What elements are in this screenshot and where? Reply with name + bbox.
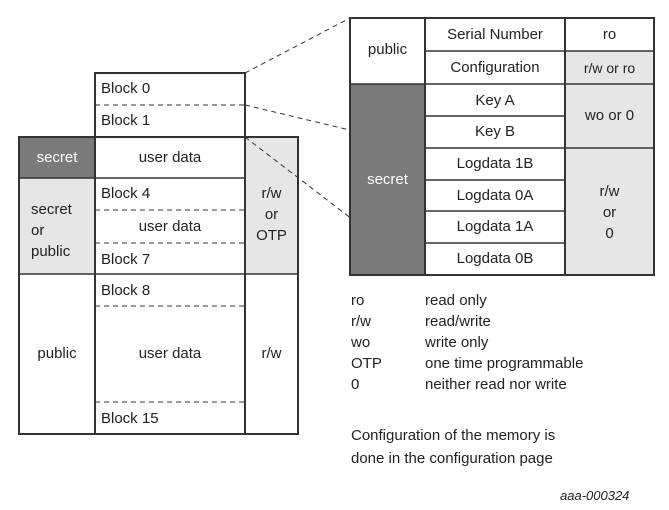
legend-abbr-rw: r/w bbox=[351, 313, 371, 330]
public-group-label: public bbox=[367, 41, 408, 58]
logdata-1a-label: Logdata 1A bbox=[456, 218, 534, 235]
legend-abbr-wo: wo bbox=[351, 334, 371, 351]
main-memory-frame bbox=[18, 136, 299, 435]
legend-abbr-ro: ro bbox=[351, 292, 365, 309]
legend-meaning-0: neither read nor write bbox=[425, 376, 567, 393]
user-data-mid-label: user data bbox=[138, 218, 202, 235]
block-1-label: Block 1 bbox=[101, 112, 151, 129]
rw-or-ro-rights-cell bbox=[565, 51, 654, 84]
note-line-1: Configuration of the memory is bbox=[351, 427, 556, 444]
rw-or-otp-label: r/w or OTP bbox=[256, 185, 287, 244]
user-data-public-label: user data bbox=[138, 345, 202, 362]
rw-public-label: r/w bbox=[261, 345, 282, 362]
block-0-label: Block 0 bbox=[101, 80, 151, 97]
detail-table-frame bbox=[349, 17, 655, 276]
wo-or-0-rights-label: wo or 0 bbox=[584, 107, 635, 124]
block-8-label: Block 8 bbox=[101, 282, 151, 299]
block-7-label: Block 7 bbox=[101, 251, 151, 268]
note-line-2: done in the configuration page bbox=[351, 450, 553, 467]
secret-group-cell bbox=[350, 84, 425, 275]
wo-or-0-rights-cell bbox=[565, 84, 654, 148]
serial-number-label: Serial Number bbox=[447, 26, 543, 43]
legend-abbr-0: 0 bbox=[351, 376, 360, 393]
legend-abbr-otp: OTP bbox=[351, 355, 382, 372]
secret-or-public-access-label: secret or public bbox=[31, 201, 72, 260]
block-15-label: Block 15 bbox=[101, 410, 159, 427]
connector-block0 bbox=[244, 17, 351, 74]
ro-rights-label: ro bbox=[602, 26, 617, 43]
rw-or-0-rights-cell bbox=[565, 148, 654, 275]
logdata-1b-label: Logdata 1B bbox=[456, 155, 534, 172]
rw-or-0-rights-label: r/w or 0 bbox=[599, 183, 620, 242]
logdata-0a-label: Logdata 0A bbox=[456, 187, 534, 204]
secret-access-label: secret bbox=[36, 149, 78, 166]
public-access-label: public bbox=[37, 345, 77, 362]
user-data-secret-label: user data bbox=[138, 149, 202, 166]
legend-meaning-rw: read/write bbox=[425, 313, 491, 330]
public-group-cell bbox=[350, 18, 425, 84]
key-b-label: Key B bbox=[474, 123, 516, 140]
key-a-label: Key A bbox=[475, 92, 515, 109]
configuration-label: Configuration bbox=[450, 59, 540, 76]
rw-or-ro-rights-label: r/w or ro bbox=[583, 60, 636, 76]
rights-gray-cell bbox=[245, 137, 298, 274]
logdata-0b-label: Logdata 0B bbox=[456, 250, 534, 267]
legend-meaning-wo: write only bbox=[425, 334, 489, 351]
secret-access-cell bbox=[19, 137, 95, 178]
legend-meaning-otp: one time programmable bbox=[425, 355, 584, 372]
secret-or-public-access-cell bbox=[19, 178, 95, 274]
legend-meaning-ro: read only bbox=[425, 292, 487, 309]
block-4-label: Block 4 bbox=[101, 185, 151, 202]
figure-id: aaa-000324 bbox=[560, 488, 630, 503]
secret-group-label: secret bbox=[367, 171, 408, 188]
ro-rights-cell bbox=[565, 18, 654, 51]
